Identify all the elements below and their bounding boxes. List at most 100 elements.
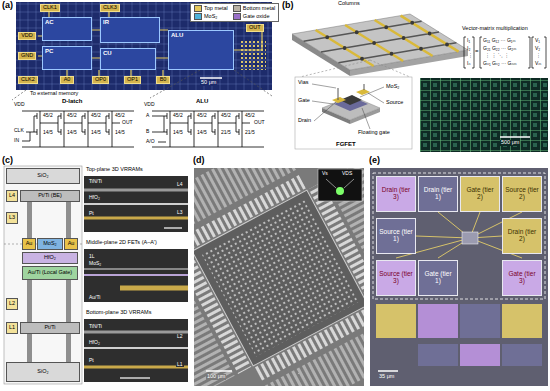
layer-label: TiN/Ti	[88, 324, 103, 329]
circuit-title: D-latch	[62, 98, 82, 104]
layer-label: L4	[176, 182, 184, 187]
matrix-entry: I₁	[467, 38, 470, 43]
layer-band: L4	[6, 190, 18, 202]
node-text: VDD	[21, 33, 33, 39]
legend-text: Bottom metal	[243, 6, 275, 12]
node-text: OP1	[127, 77, 138, 83]
node-text: L4	[9, 193, 15, 199]
bond-pad: OP1	[124, 76, 141, 84]
circuit-block: CU	[100, 48, 156, 70]
signal-name: CLK	[14, 128, 24, 133]
layer-band: Pt/Ti (BE)	[20, 190, 80, 202]
node-text: B0	[160, 77, 167, 83]
layer-label: MoS₂	[88, 261, 102, 266]
node-text: CLK1	[43, 5, 57, 11]
layer-label: HfO₂	[88, 195, 101, 200]
transistor-size: 14/5	[197, 130, 207, 135]
transistor-size: 14/5	[91, 130, 101, 135]
bond-pad: OUT	[246, 24, 264, 32]
layer-stack	[4, 166, 82, 384]
node-text: GND	[21, 53, 33, 59]
node-text: L3	[9, 215, 15, 221]
transistor-size: 45/2	[197, 113, 207, 118]
node-text: L2	[9, 301, 15, 307]
matrix-entry: Iₙ	[467, 61, 470, 66]
layer-label: Pt	[88, 211, 95, 216]
node-text: HfO₂	[44, 255, 56, 261]
tem-image	[84, 176, 188, 382]
signal-name: Vs	[321, 171, 329, 176]
part-name: Source	[386, 100, 403, 106]
layer-band: MoS₂	[37, 238, 63, 250]
transistor-size: 14/5	[173, 130, 183, 135]
transistor-size: 14/5	[43, 130, 53, 135]
legend-item: Gate oxide	[233, 13, 275, 20]
bond-pad: CLK2	[18, 76, 38, 84]
node-text: Au	[68, 241, 75, 247]
transistor-size: 45/2	[245, 113, 255, 118]
legend-swatch	[233, 5, 241, 12]
legend-text: MoS₂	[204, 14, 217, 20]
node-text: Au/Ti (Local Gate)	[28, 270, 72, 276]
crossbar-array	[292, 14, 468, 76]
matrix-entry: Vₘ	[535, 61, 541, 66]
layer-band: SiO₂	[6, 362, 80, 382]
layer-label: HfO₂	[88, 340, 101, 345]
node-text: A0	[64, 77, 71, 83]
matrix-entry: G₂₁ G₂₂ ⋯ G₂ₘ	[483, 46, 516, 51]
layer-label: Pt	[88, 358, 95, 363]
transistor-size: 14/5	[67, 130, 77, 135]
node-text: Source (tier 1)	[379, 229, 413, 243]
contact-pad: Drain (tier 3)	[376, 176, 416, 212]
node-text: IR	[103, 19, 109, 25]
layer-band: L2	[6, 298, 18, 310]
matrix-entry: ⋮	[468, 53, 473, 58]
transistor-size: 45/2	[91, 113, 101, 118]
fgfet-device	[295, 77, 412, 149]
layer-band: Au	[22, 238, 36, 250]
node-text: SiO₂	[37, 173, 48, 179]
bond-pad: B0	[156, 76, 170, 84]
node-text: Gate (tier 3)	[505, 271, 539, 285]
legend-text: Top metal	[204, 6, 228, 12]
legend-item: MoS₂	[194, 13, 228, 20]
circuit-block: IR	[100, 17, 160, 43]
circuit-block: ALU	[168, 30, 234, 70]
legend: Top metal Bottom metalMoS₂ Gate oxide	[190, 3, 279, 22]
transistor-size: 45/2	[43, 113, 53, 118]
axis-label: Columns	[338, 1, 360, 7]
part-name: Gate	[298, 98, 310, 104]
node-text: PC	[45, 48, 53, 54]
layer-band: L1	[6, 322, 18, 334]
layer-band: Au	[64, 238, 78, 250]
matrix-bracket	[464, 37, 546, 68]
legend-item: Bottom metal	[233, 5, 275, 12]
contact-pad: Source (tier 3)	[376, 260, 416, 296]
contact-pad: Source (tier 2)	[502, 176, 542, 212]
node-text: ALU	[171, 32, 183, 38]
zoom-line	[300, 60, 410, 77]
legend-text: Gate oxide	[243, 14, 270, 20]
chip-micrograph	[370, 168, 548, 386]
part-name: Vias	[298, 80, 309, 86]
part-name: Floating gate	[358, 130, 390, 136]
signal-name: VDD	[14, 102, 25, 107]
node-text: SiO₂	[37, 369, 48, 375]
circuit-block: PC	[42, 46, 92, 70]
matrix-entry: ⋮	[536, 53, 541, 58]
image-title: Bottom-plane 3D VRRAMs	[86, 310, 151, 316]
contact-pad: Gate (tier 1)	[418, 260, 458, 296]
node-text: Drain (tier 2)	[505, 229, 539, 243]
bond-pad: A0	[60, 76, 74, 84]
array-micrograph	[420, 78, 548, 152]
layer-band: SiO₂	[6, 168, 80, 184]
matrix-entry: Gₙ₁ Gₙ₂ ⋯ Gₙₘ	[483, 61, 517, 66]
matrix-entry: V₂	[535, 46, 540, 51]
layer-band: L3	[6, 212, 18, 224]
panel-letter: (e)	[368, 156, 381, 165]
bond-pad: GND	[18, 52, 36, 60]
signal-name: A/O	[146, 139, 155, 144]
node-text: Pt/Ti	[44, 325, 55, 331]
signal-name: VDS	[341, 171, 353, 176]
panel-letter: (a)	[1, 1, 14, 10]
